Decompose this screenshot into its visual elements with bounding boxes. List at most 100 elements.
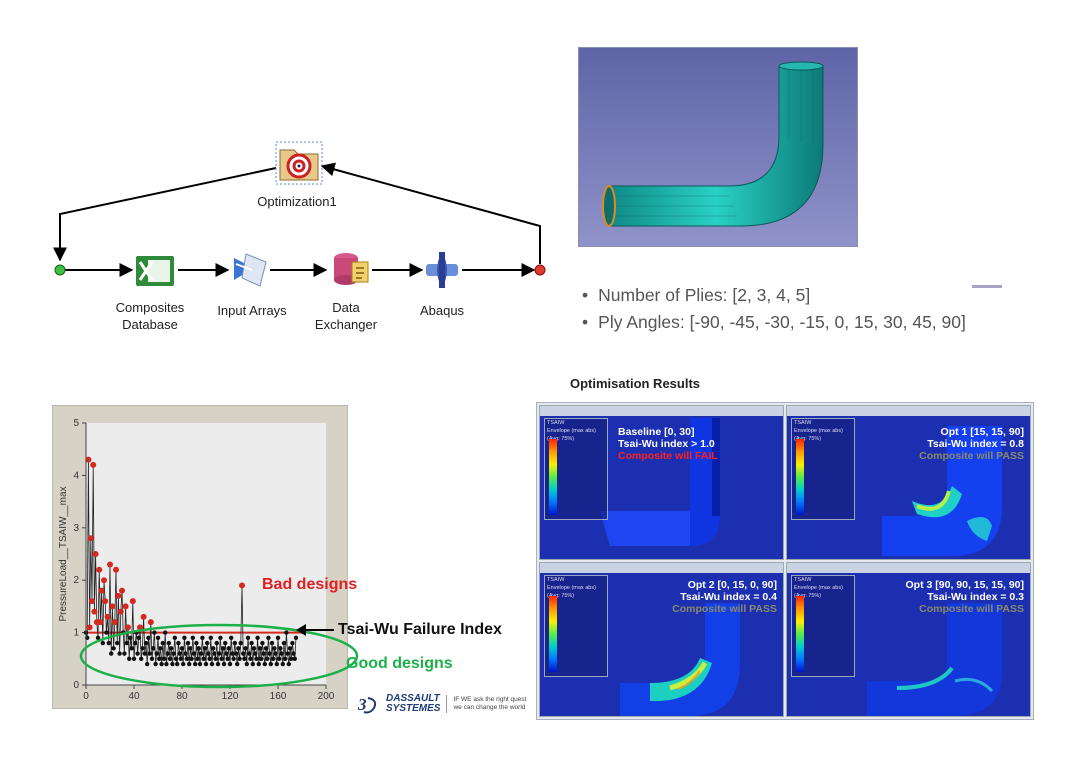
good-design-point <box>214 640 219 646</box>
good-design-point <box>196 646 201 651</box>
x-tick-label: 80 <box>176 691 188 702</box>
bullet-char: • <box>582 312 589 332</box>
label-line: Exchanger <box>314 317 378 332</box>
failure-index-arrow <box>296 624 334 636</box>
end-node[interactable] <box>534 264 546 276</box>
good-design-point <box>277 656 282 661</box>
good-design-point <box>238 640 243 646</box>
legend-subtitle: (Avg: 75%) <box>547 436 575 442</box>
good-design-point <box>149 656 155 661</box>
good-design-point <box>291 651 296 656</box>
panel-verdict: Composite will PASS <box>919 603 1024 615</box>
good-design-point <box>142 651 147 656</box>
good-design-point <box>273 651 278 656</box>
good-design-point <box>165 651 170 656</box>
good-design-point <box>164 661 169 667</box>
good-design-point <box>199 651 204 656</box>
viewport-titlebar <box>787 406 1030 416</box>
good-design-point <box>226 646 231 651</box>
bad-design-point <box>115 592 122 599</box>
good-design-point <box>224 651 229 656</box>
legend-subtitle: Envelope (max abs) <box>547 428 596 434</box>
good-design-point <box>188 646 193 651</box>
good-design-point <box>109 651 114 656</box>
good-design-point <box>244 661 249 667</box>
panel-caption: Opt 2 [0, 15, 0, 90] Tsai-Wu index = 0.4… <box>672 579 777 615</box>
3ds-logo-icon: 3 <box>358 695 377 714</box>
legend-title: TSAIW <box>794 420 812 426</box>
good-design-point <box>169 646 174 651</box>
excel-icon[interactable] <box>136 256 174 286</box>
bad-design-point <box>90 461 97 468</box>
data-exchanger-icon[interactable] <box>334 253 369 285</box>
bad-design-point <box>147 619 154 626</box>
viewport-titlebar <box>540 563 783 573</box>
good-design-point <box>157 656 162 661</box>
panel-design: Opt 1 [15, 15, 90] <box>940 426 1024 438</box>
result-panel-opt1: TSAIW Envelope (max abs) (Avg: 75%) Opt … <box>786 405 1031 560</box>
parameter-text: Number of Plies: [2, 3, 4, 5] <box>598 285 811 305</box>
good-design-point <box>220 646 225 651</box>
good-design-point <box>104 630 109 635</box>
x-tick-label: 160 <box>270 691 287 702</box>
input-arrays-icon[interactable] <box>234 253 267 287</box>
optimization-icon[interactable] <box>275 141 323 185</box>
good-design-point <box>212 651 217 656</box>
good-design-point <box>200 635 205 641</box>
good-designs-ellipse <box>79 623 359 689</box>
fea-shape <box>882 426 1002 556</box>
good-design-point <box>167 656 173 661</box>
panel-verdict: Composite will FAIL <box>618 450 718 462</box>
accent-dash <box>972 285 1002 288</box>
good-design-point <box>176 640 181 646</box>
bad-design-point <box>137 624 143 631</box>
good-design-point <box>203 661 209 667</box>
bad-design-point <box>119 587 125 594</box>
good-design-point <box>274 661 279 667</box>
panel-design: Baseline [0, 30] <box>618 426 695 438</box>
bad-design-point <box>101 577 107 584</box>
good-design-point <box>281 640 287 646</box>
good-design-point <box>146 635 151 641</box>
panel-caption: Baseline [0, 30] Tsai-Wu index > 1.0 Com… <box>618 426 718 462</box>
y-tick-label: 5 <box>73 418 79 429</box>
panel-index: Tsai-Wu index = 0.3 <box>927 591 1024 603</box>
contour-legend: TSAIW Envelope (max abs) (Avg: 75%) <box>791 418 855 520</box>
x-tick-label: 120 <box>222 691 239 702</box>
panel-verdict: Composite will PASS <box>919 450 1024 462</box>
good-design-point <box>256 661 261 667</box>
good-design-point <box>232 640 237 646</box>
good-design-point <box>171 651 176 656</box>
good-design-point <box>187 661 192 667</box>
good-design-point <box>172 635 177 641</box>
bad-design-point <box>239 582 245 589</box>
pipe-model-render <box>578 47 858 247</box>
good-design-point <box>265 656 270 661</box>
legend-subtitle: (Avg: 75%) <box>547 593 575 599</box>
start-node[interactable] <box>54 264 66 276</box>
good-design-point <box>225 656 230 661</box>
good-design-point <box>290 640 295 646</box>
good-design-point <box>145 661 150 667</box>
good-design-point <box>129 646 134 651</box>
tagline-line: IF WE ask the right quest <box>453 696 527 703</box>
panel-index: Tsai-Wu index = 0.4 <box>680 591 777 603</box>
bad-design-point <box>109 603 116 610</box>
good-design-point <box>249 640 254 646</box>
legend-title: TSAIW <box>547 420 565 426</box>
good-design-point <box>117 651 122 656</box>
good-design-point <box>152 630 157 635</box>
legend-subtitle: (Avg: 75%) <box>794 436 822 442</box>
tagline: IF WE ask the right quest we can change … <box>453 696 526 712</box>
bad-designs-label: Bad designs <box>262 576 358 593</box>
bad-design-point <box>104 613 111 620</box>
good-design-point <box>227 661 233 667</box>
label-line: Input Arrays <box>217 303 287 318</box>
label-line: Data <box>332 300 360 315</box>
bad-design-point <box>117 608 124 615</box>
good-design-point <box>293 635 299 641</box>
abaqus-icon[interactable] <box>426 252 458 288</box>
good-design-point <box>163 630 168 635</box>
good-design-point <box>127 656 132 661</box>
